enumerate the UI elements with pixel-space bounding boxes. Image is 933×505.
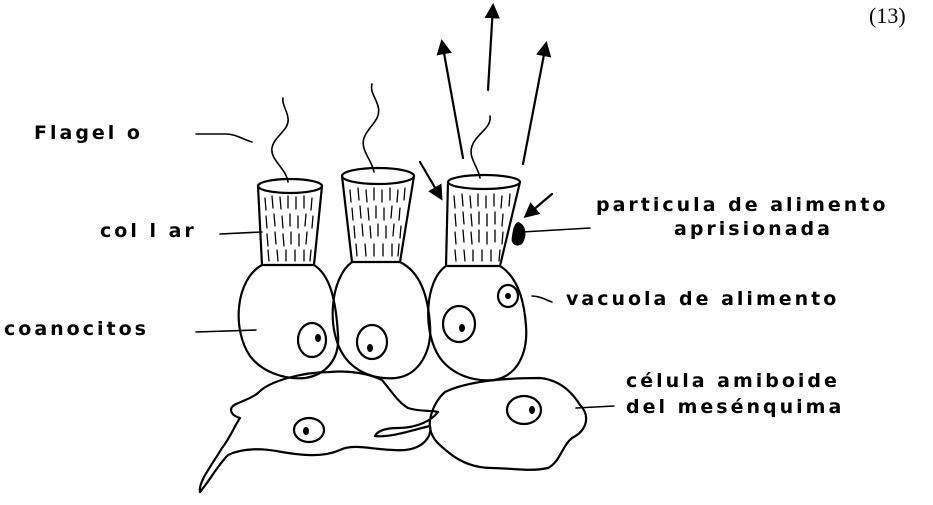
label-particula-line1: particula de alimento	[596, 196, 888, 215]
label-particula-line2: aprisionada	[674, 220, 833, 239]
label-vacuola: vacuola de alimento	[566, 290, 839, 309]
figure-number: (13)	[869, 5, 906, 27]
amoeboid-cell-right	[430, 378, 586, 470]
label-flagelo: Flagel o	[34, 124, 143, 143]
leader-lines	[196, 134, 614, 408]
label-celula-line1: célula amiboide	[626, 372, 840, 391]
current-arrows	[442, 6, 546, 164]
amoeboid-cell-left	[200, 371, 438, 492]
label-collar: col l ar	[100, 222, 197, 241]
choanocyte-1	[239, 98, 339, 378]
choanocyte-2	[333, 84, 431, 378]
label-celula-line2: del mesénquima	[626, 398, 844, 417]
choanocyte-3	[428, 116, 526, 380]
label-coanocitos: coanocitos	[4, 320, 149, 339]
